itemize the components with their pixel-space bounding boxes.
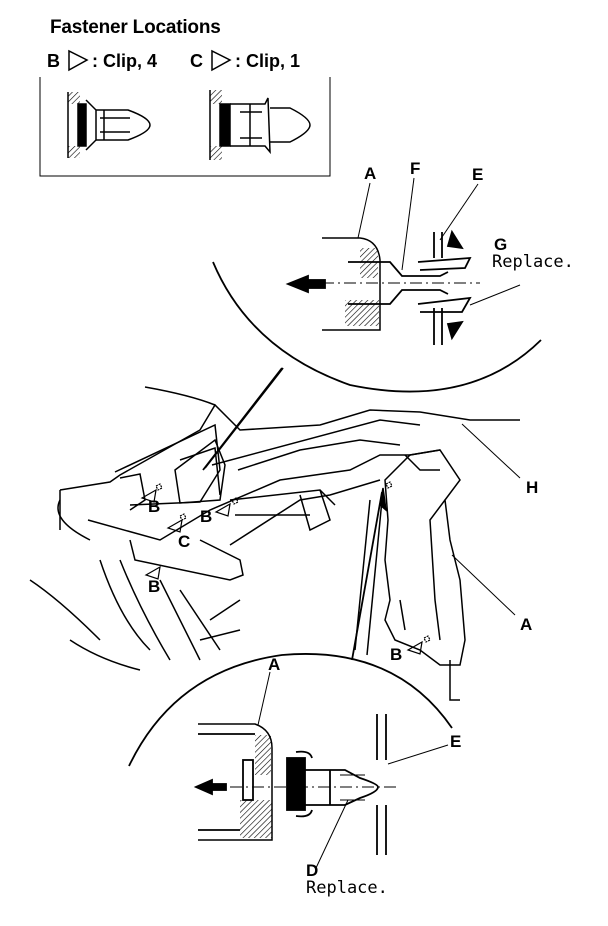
legend-box bbox=[39, 49, 331, 177]
label-a-top: A bbox=[364, 164, 377, 183]
label-b1: B bbox=[148, 497, 161, 516]
legend-triangle-b-icon bbox=[68, 49, 89, 72]
legend-text-c: : Clip, 1 bbox=[235, 51, 301, 71]
note-d-replace: Replace. bbox=[306, 878, 388, 898]
clip-c-detail bbox=[209, 90, 311, 160]
label-b4: B bbox=[390, 645, 403, 664]
legend-letter-b: B bbox=[47, 51, 60, 71]
label-g: G bbox=[494, 235, 508, 254]
main-leaders bbox=[204, 367, 521, 661]
marker-b4-icon bbox=[406, 640, 423, 655]
label-e-bottom: E bbox=[450, 732, 462, 751]
label-d: D bbox=[306, 861, 319, 880]
label-b2: B bbox=[200, 507, 213, 526]
top-detail-circle bbox=[202, 177, 542, 471]
label-b3: B bbox=[148, 577, 161, 596]
label-h: H bbox=[526, 478, 539, 497]
bottom-detail-circle bbox=[128, 653, 453, 869]
label-c1: C bbox=[178, 532, 191, 551]
marker-c1-icon bbox=[166, 518, 183, 533]
clip-b-detail bbox=[67, 92, 151, 158]
marker-b1-icon bbox=[140, 488, 157, 503]
clip-markers bbox=[140, 481, 431, 655]
marker-b3-icon bbox=[144, 565, 161, 580]
page-title: Fastener Locations bbox=[50, 17, 221, 38]
marker-b2-icon bbox=[214, 502, 231, 517]
legend-text-b: : Clip, 4 bbox=[92, 51, 158, 71]
body-structure bbox=[29, 386, 520, 701]
legend-letter-c: C bbox=[190, 51, 203, 71]
note-g-replace: Replace. bbox=[492, 252, 574, 272]
legend-triangle-c-icon bbox=[211, 49, 232, 72]
label-e-top: E bbox=[472, 165, 484, 184]
label-a-bottom: A bbox=[268, 655, 281, 674]
label-f: F bbox=[410, 159, 421, 178]
label-a-right: A bbox=[520, 615, 533, 634]
